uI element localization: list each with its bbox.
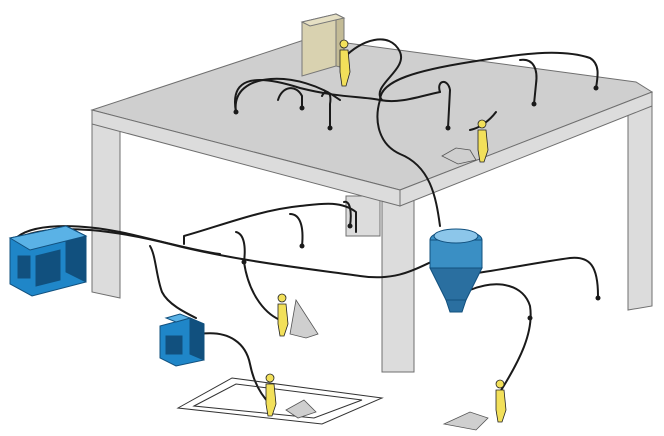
hose-left-unit-top	[13, 225, 221, 255]
worker-pit	[265, 373, 277, 417]
cyclone-separator	[429, 228, 483, 313]
hose-to-floor-worker	[243, 261, 281, 321]
platform-right-face	[399, 91, 653, 207]
floor-pit	[176, 377, 384, 425]
hose-to-small-unit	[149, 245, 197, 319]
platform-leg-front-left	[91, 119, 121, 299]
hose-to-worker-top	[343, 38, 403, 101]
hose-platform-drop-2	[321, 90, 332, 129]
vacuum-unit-small	[159, 313, 205, 367]
hose-ceiling-drop-3	[343, 200, 352, 227]
debris-piles	[285, 147, 489, 431]
hose-platform-branch-left	[234, 77, 341, 113]
platform-top	[90, 37, 654, 191]
hose-right-run	[469, 256, 599, 297]
platform-leg-right	[627, 103, 653, 311]
hose-ceiling-drop-1	[235, 231, 246, 263]
hose-outlets	[233, 85, 601, 321]
worker-floor-center	[277, 293, 289, 337]
control-panel	[300, 13, 346, 77]
hose-platform-drop-4	[519, 58, 538, 105]
workers	[265, 39, 507, 423]
hose-platform-rear	[379, 51, 599, 101]
worker-floor-right	[495, 379, 507, 423]
hose-platform-main	[234, 79, 441, 113]
hose-platform-drop-3	[438, 81, 451, 129]
worker-platform-panel	[339, 39, 351, 87]
hose-to-separator	[376, 99, 441, 227]
mezzanine-platform	[90, 37, 654, 373]
hose-ceiling-drop-2	[289, 213, 304, 247]
hose-platform-drop-1	[277, 87, 303, 109]
worker-platform-right	[477, 119, 489, 163]
vacuum-unit-large	[8, 225, 88, 297]
hose-small-unit-to-pit	[199, 332, 271, 405]
hose-ceiling-run	[183, 202, 357, 245]
platform-leg-front-center	[381, 193, 415, 373]
hose-to-right-worker	[469, 283, 532, 393]
